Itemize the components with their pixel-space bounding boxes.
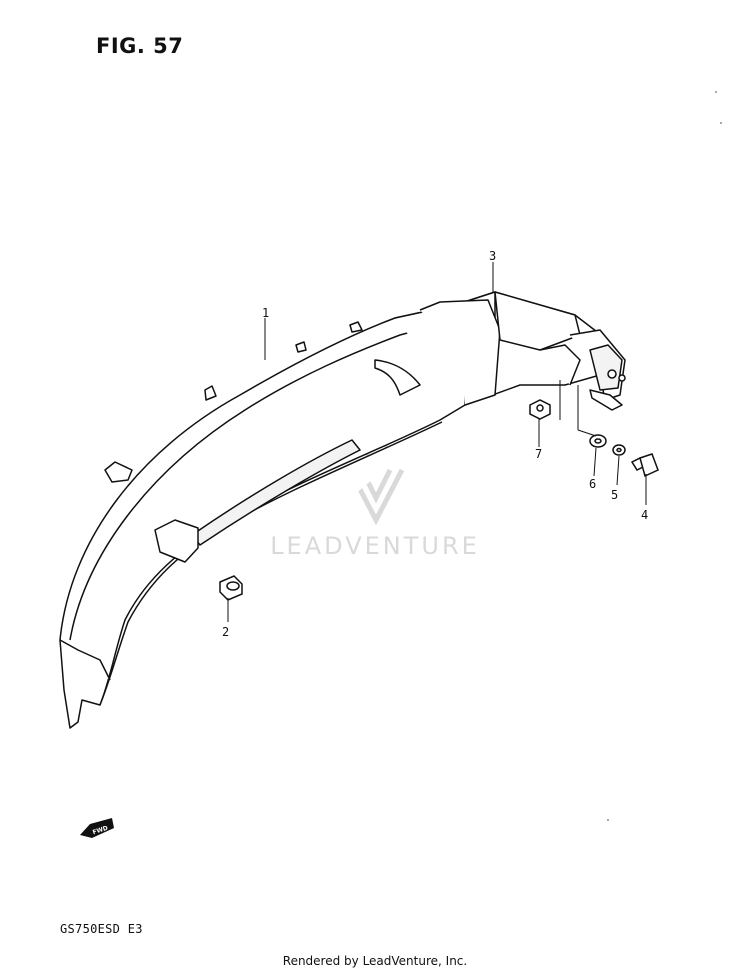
- callout-4: 4: [641, 508, 648, 522]
- scan-specks: [607, 91, 722, 821]
- nut-part-7: [529, 399, 551, 420]
- figure-title: FIG. 57: [96, 34, 184, 58]
- model-code: GS750ESD E3: [60, 922, 143, 936]
- forward-arrow-icon: FWD: [80, 818, 114, 838]
- callout-5: 5: [611, 488, 618, 502]
- callout-1: 1: [262, 306, 269, 320]
- callout-2: 2: [222, 625, 229, 639]
- spacer-part-2: [219, 575, 243, 601]
- leader-lines: [227, 262, 647, 622]
- washer-part-6: [589, 434, 607, 448]
- rear-fender: [59, 291, 626, 729]
- callout-7: 7: [535, 447, 542, 461]
- lock-washer-part-5: [612, 444, 626, 456]
- callout-3: 3: [489, 249, 496, 263]
- forward-label: FWD: [92, 825, 109, 837]
- callout-6: 6: [589, 477, 596, 491]
- render-credit: Rendered by LeadVenture, Inc.: [282, 954, 468, 968]
- bolt-part-4: [630, 453, 659, 478]
- watermark-text: LEADVENTURE: [270, 532, 480, 560]
